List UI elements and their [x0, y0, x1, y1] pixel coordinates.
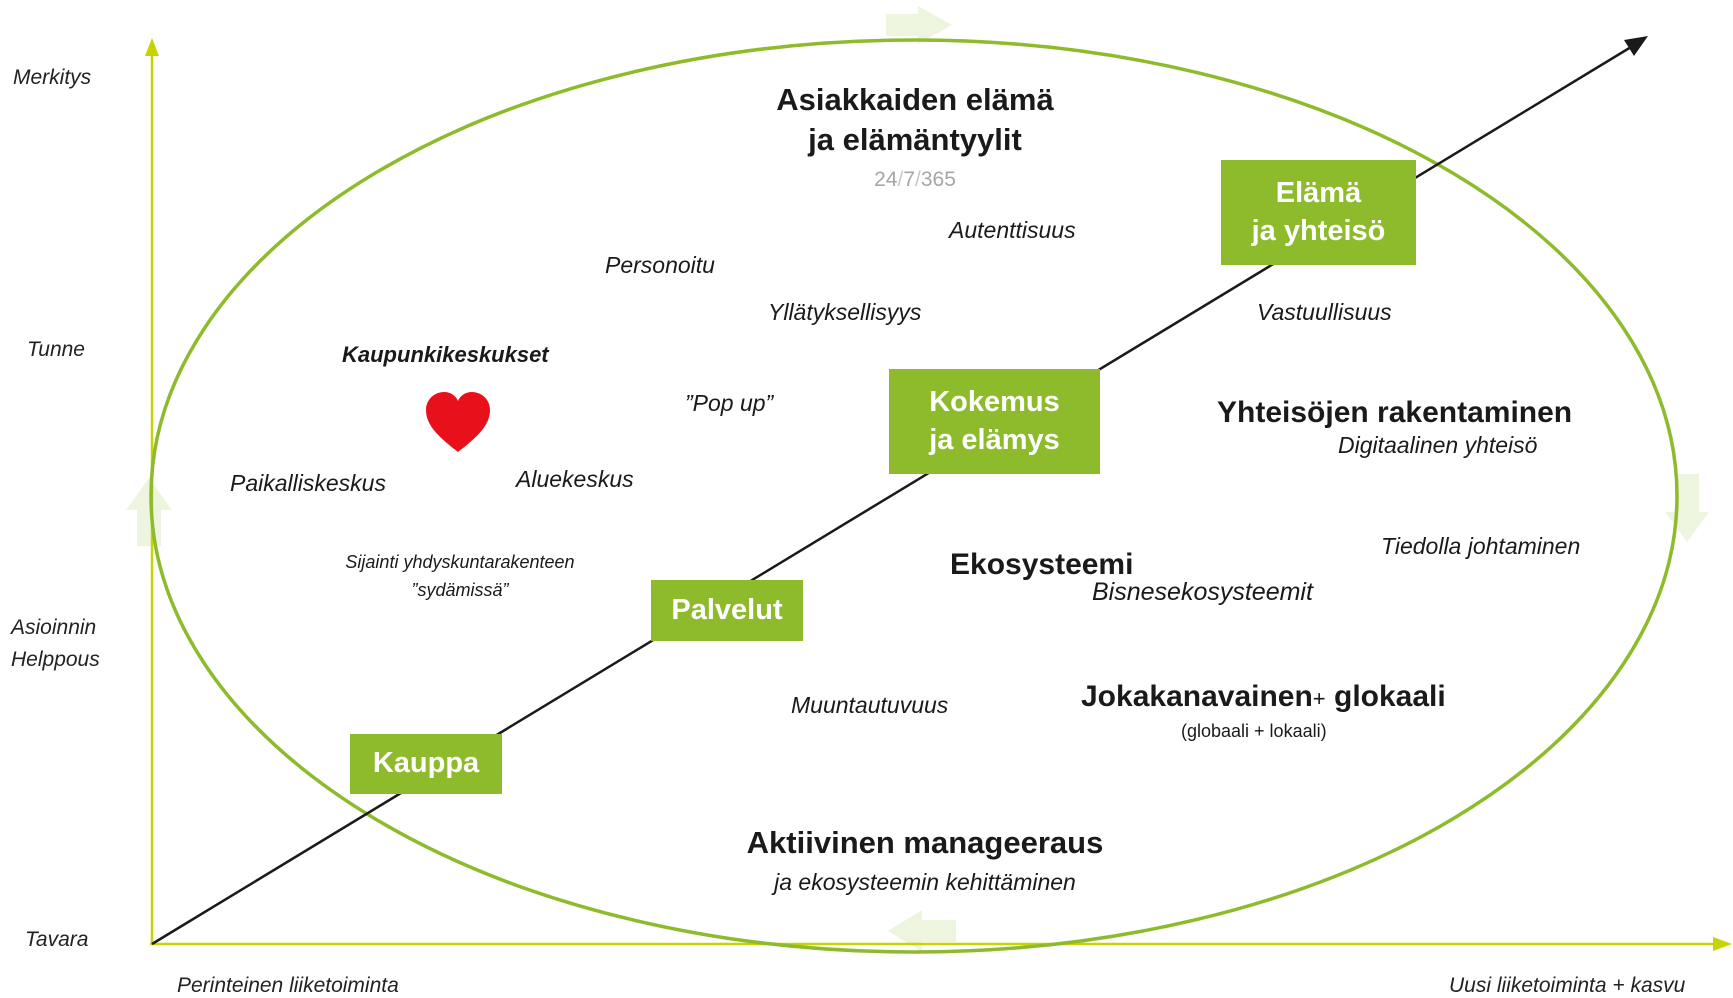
- stage-kauppa-label: Kauppa: [372, 747, 480, 780]
- headline-time: 24/7/365: [815, 168, 1015, 192]
- concept-pop-up: ”Pop up”: [685, 390, 774, 416]
- x-label-uusi: Uusi liiketoiminta + kasvu: [1449, 974, 1686, 997]
- stage-kokemus: Kokemus ja elämys: [889, 369, 1100, 474]
- concept-sijainti-line1: Sijainti yhdyskuntarakenteen: [345, 552, 575, 572]
- time-365: 365: [920, 168, 956, 191]
- time-7: 7: [903, 168, 915, 191]
- concept-aktiivinen: Aktiivinen manageeraus: [746, 825, 1104, 860]
- stage-elama-line1: Elämä: [1275, 176, 1362, 209]
- concept-ekosysteemi: Ekosysteemi: [950, 548, 1134, 581]
- growth-arrowhead: [1624, 36, 1648, 56]
- concept-vastuullisuus: Vastuullisuus: [1257, 299, 1392, 325]
- x-label-perinteinen: Perinteinen liiketoiminta: [177, 974, 399, 997]
- concept-aluekeskus: Aluekeskus: [516, 466, 634, 492]
- concept-sijainti-line2: ”sydämissä”: [411, 580, 509, 600]
- y-axis-arrowhead: [145, 38, 159, 56]
- y-label-tunne: Tunne: [27, 338, 85, 361]
- stage-kauppa: Kauppa: [350, 734, 502, 794]
- y-label-asioinnin: Asioinnin: [11, 616, 97, 639]
- stage-palvelut-label: Palvelut: [671, 593, 783, 626]
- cycle-arrow-bottom: [888, 910, 956, 952]
- headline-line1: Asiakkaiden elämä: [776, 82, 1054, 117]
- concept-muuntautuvuus: Muuntautuvuus: [791, 692, 949, 718]
- concept-jokakanavainen-row: Jokakanavainen+ glokaali: [1081, 680, 1446, 715]
- concept-glokaali: glokaali: [1334, 680, 1446, 713]
- heart-icon: [426, 392, 490, 452]
- stage-palvelut: Palvelut: [651, 580, 803, 641]
- concept-jokakanavainen: Jokakanavainen: [1081, 680, 1313, 713]
- stage-elama-line2: ja yhteisö: [1251, 214, 1386, 247]
- cycle-arrow-left: [126, 478, 172, 546]
- cycle-arrow-top: [886, 6, 952, 44]
- stage-elama: Elämä ja yhteisö: [1221, 160, 1416, 265]
- headline-line2: ja elämäntyylit: [808, 122, 1022, 157]
- concept-paikalliskeskus: Paikalliskeskus: [230, 470, 386, 496]
- time-sep2: /: [915, 168, 921, 191]
- stage-kokemus-line1: Kokemus: [929, 385, 1060, 418]
- concept-plus: +: [1312, 686, 1326, 711]
- time-24: 24: [874, 168, 898, 191]
- concept-bisnes: Bisnesekosysteemit: [1092, 578, 1313, 606]
- cycle-arrow-right: [1665, 474, 1709, 542]
- concept-yhteisojen: Yhteisöjen rakentaminen: [1217, 396, 1573, 429]
- stage-kokemus-line2: ja elämys: [929, 423, 1060, 456]
- time-sep1: /: [897, 168, 904, 191]
- y-label-merkitys: Merkitys: [13, 66, 92, 89]
- concept-yllatyksellisyys: Yllätyksellisyys: [768, 299, 922, 325]
- concept-kaupunkikeskukset: Kaupunkikeskukset: [342, 342, 549, 367]
- concept-digitaalinen: Digitaalinen yhteisö: [1338, 432, 1538, 458]
- y-label-helppous: Helppous: [11, 648, 100, 671]
- concept-tiedolla: Tiedolla johtaminen: [1381, 533, 1581, 559]
- concept-ekosysteemin: ja ekosysteemin kehittäminen: [774, 869, 1076, 895]
- concept-autenttisuus: Autenttisuus: [949, 217, 1076, 243]
- business-ellipse: [149, 38, 1679, 954]
- concept-glokaali-sub: (globaali + lokaali): [1181, 721, 1327, 741]
- y-label-tavara: Tavara: [25, 928, 89, 951]
- x-axis-arrowhead: [1713, 937, 1732, 951]
- concept-personoitu: Personoitu: [605, 252, 715, 278]
